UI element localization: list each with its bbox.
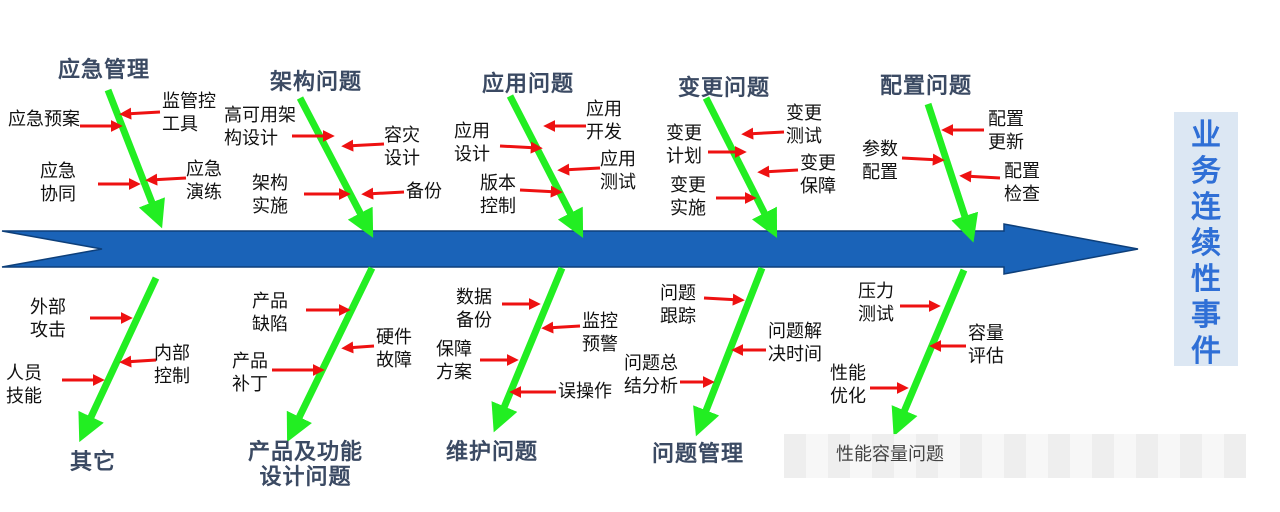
- category-bone-6: [286, 266, 376, 443]
- cause-label: 产品 缺陷: [252, 291, 288, 336]
- cause-label: 应用 开发: [586, 99, 622, 144]
- category-label-change: 变更问题: [678, 76, 771, 101]
- cause-label: 应急预案: [8, 109, 80, 130]
- cause-label: 变更 计划: [666, 123, 702, 168]
- effect-char: 事: [1191, 298, 1221, 333]
- cause-label: 配置 更新: [988, 109, 1024, 154]
- cause-label: 误操作: [558, 381, 612, 402]
- cause-label: 参数 配置: [862, 139, 898, 184]
- effect-char: 业: [1191, 118, 1221, 153]
- cause-arrow-9: [499, 141, 543, 154]
- category-bone-4: [924, 102, 979, 243]
- category-bone-9: [891, 268, 968, 437]
- cause-label: 压力 测试: [858, 281, 894, 326]
- cause-label: 问题总 结分析: [624, 353, 678, 398]
- cause-arrow-3: [145, 173, 187, 186]
- cause-label: 外部 攻击: [30, 297, 66, 342]
- cause-arrow-14: [757, 165, 799, 178]
- category-label-application: 应用问题: [482, 72, 575, 97]
- cause-arrow-20: [119, 355, 157, 368]
- category-label-config: 配置问题: [880, 74, 973, 99]
- effect-char: 连: [1191, 190, 1221, 225]
- cause-arrows-layer: [62, 107, 1001, 398]
- cause-label: 问题 跟踪: [660, 283, 696, 328]
- cause-label: 应用 测试: [600, 149, 636, 194]
- category-bone-2: [506, 94, 584, 238]
- category-bone-5: [78, 276, 160, 443]
- watermark-strip: [784, 434, 1246, 478]
- cause-label: 配置 检查: [1004, 161, 1040, 206]
- cause-label: 性能 优化: [830, 363, 866, 408]
- effect-char: 务: [1191, 154, 1221, 189]
- cause-label: 容灾 设计: [384, 125, 420, 170]
- category-bone-3: [702, 96, 778, 238]
- category-label-emergency: 应急管理: [58, 58, 151, 83]
- effect-label: 业 务 连 续 性 事 件: [1174, 118, 1238, 370]
- cause-arrow-23: [341, 341, 375, 354]
- cause-label: 应急 协同: [40, 161, 76, 206]
- category-bone-1: [296, 96, 374, 238]
- cause-label: 变更 保障: [800, 153, 836, 198]
- category-bone-7: [491, 266, 566, 433]
- cause-label: 内部 控制: [154, 343, 190, 388]
- cause-arrow-5: [341, 139, 385, 152]
- cause-label: 容量 评估: [968, 323, 1004, 368]
- cause-arrow-17: [901, 153, 945, 166]
- bones-layer: [78, 88, 979, 443]
- fish-spine-arrow: [1, 223, 1139, 275]
- cause-arrow-12: [741, 127, 785, 140]
- cause-arrow-26: [541, 321, 581, 334]
- cause-label: 高可用架 构设计: [224, 105, 296, 150]
- cause-label: 架构 实施: [252, 173, 288, 218]
- watermark-label: 性能容量问题: [836, 444, 944, 465]
- cause-label: 人员 技能: [6, 363, 42, 408]
- category-bone-0: [104, 88, 165, 229]
- category-label-problem-mgmt: 问题管理: [652, 442, 745, 467]
- cause-label: 应用 设计: [454, 121, 490, 166]
- cause-label: 监控 预警: [582, 311, 618, 356]
- cause-label: 问题解 决时间: [768, 321, 822, 366]
- category-label-other: 其它: [70, 450, 117, 475]
- cause-label: 硬件 故障: [376, 327, 412, 372]
- cause-arrow-29: [703, 293, 745, 306]
- cause-arrow-11: [519, 185, 563, 198]
- cause-arrow-10: [557, 163, 601, 176]
- category-bone-8: [693, 266, 766, 437]
- cause-label: 监管控 工具: [162, 91, 216, 136]
- cause-arrow-18: [959, 170, 1001, 183]
- category-label-architecture: 架构问题: [270, 70, 363, 95]
- effect-box: [1174, 112, 1238, 366]
- cause-label: 应急 演练: [186, 159, 222, 204]
- cause-label: 保障 方案: [436, 339, 472, 384]
- category-label-maintenance: 维护问题: [446, 440, 539, 465]
- cause-arrow-1: [119, 107, 161, 120]
- cause-label: 备份: [406, 181, 442, 202]
- cause-label: 数据 备份: [456, 287, 492, 332]
- effect-char: 续: [1191, 226, 1221, 261]
- cause-label: 产品 补丁: [232, 351, 268, 396]
- cause-arrow-7: [361, 187, 405, 200]
- effect-char: 性: [1191, 262, 1221, 297]
- cause-label: 版本 控制: [480, 173, 516, 218]
- cause-label: 变更 实施: [670, 175, 706, 220]
- cause-label: 变更 测试: [786, 103, 822, 148]
- effect-char: 件: [1191, 334, 1221, 369]
- category-label-product-design: 产品及功能 设计问题: [248, 440, 364, 491]
